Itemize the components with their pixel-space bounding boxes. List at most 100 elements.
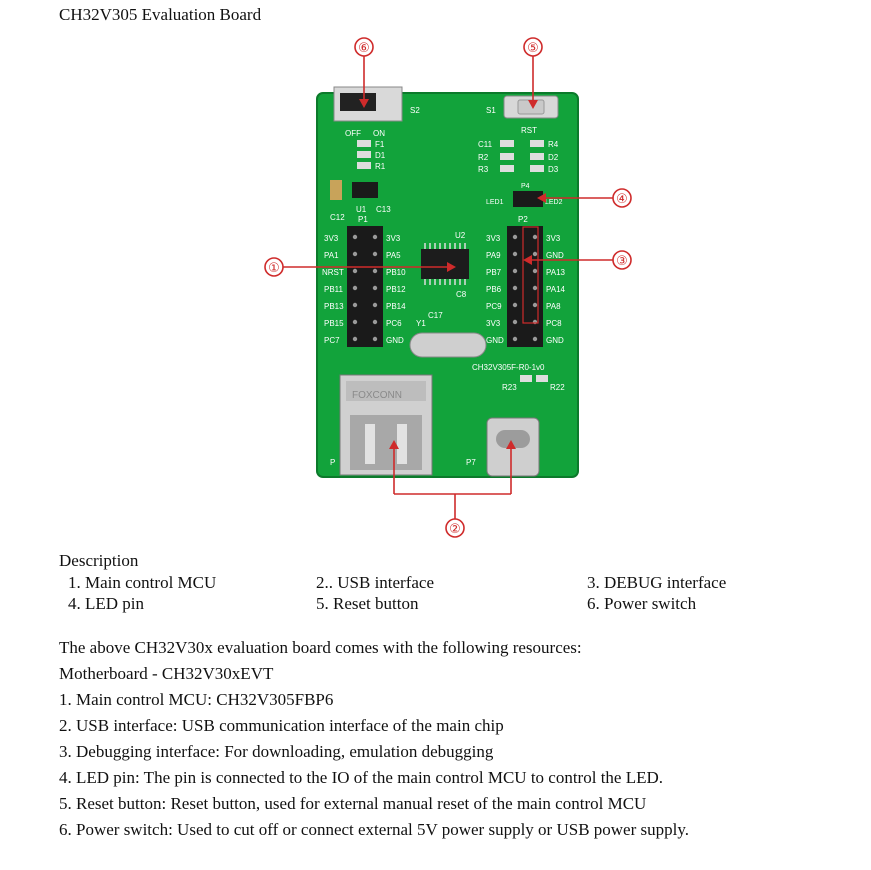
right-pins-outer: 3V3 PA9 PB7 PB6 PC9 3V3 GND (486, 234, 504, 345)
resource-line: 1. Main control MCU: CH32V305FBP6 (59, 690, 334, 709)
header-pin (352, 319, 358, 325)
header-pin (372, 319, 378, 325)
page-title: CH32V305 Evaluation Board (59, 5, 262, 24)
svg-text:3V3: 3V3 (546, 234, 561, 243)
header-pin (352, 234, 358, 240)
callout-6-label: ⑥ (358, 40, 370, 55)
header-pin (352, 336, 358, 342)
callout-3-label: ③ (616, 253, 628, 268)
svg-text:PC8: PC8 (546, 319, 562, 328)
silk-r22: R22 (550, 383, 565, 392)
silk-foxconn: FOXCONN (352, 390, 402, 401)
header-pin (352, 302, 358, 308)
header-pin (372, 251, 378, 257)
left-pins-inner: 3V3 PA5 PB10 PB12 PB14 PC6 GND (386, 234, 406, 345)
silk-y1: Y1 (416, 319, 426, 328)
callout-4-label: ④ (616, 191, 628, 206)
svg-text:3V3: 3V3 (386, 234, 401, 243)
silk-p: P (330, 458, 335, 467)
resources-section: The above CH32V30x evaluation board come… (59, 637, 689, 845)
resources-motherboard: Motherboard - CH32V30xEVT (59, 664, 274, 683)
header-pin (372, 336, 378, 342)
silk-c8: C8 (456, 290, 467, 299)
silk-f1: F1 (375, 140, 385, 149)
silk-p7: P7 (466, 458, 476, 467)
svg-text:PC9: PC9 (486, 302, 502, 311)
header-pin (352, 268, 358, 274)
header-pin (372, 268, 378, 274)
header-pin (532, 336, 538, 342)
resource-line: 4. LED pin: The pin is connected to the … (59, 768, 664, 787)
header-pin (512, 268, 518, 274)
silk-p4: P4 (521, 183, 530, 190)
silk-rst: RST (521, 126, 537, 135)
description-item: 4. LED pin (68, 594, 145, 613)
silk-board-rev: CH32V305F-R0-1v0 (472, 363, 545, 372)
svg-text:GND: GND (386, 336, 404, 345)
header-pin (532, 285, 538, 291)
resource-line: 2. USB interface: USB communication inte… (59, 716, 504, 735)
silk-u2: U2 (455, 231, 466, 240)
debug-pin-header (507, 226, 543, 347)
silk-on: ON (373, 129, 385, 138)
svg-text:PC6: PC6 (386, 319, 402, 328)
svg-text:PB14: PB14 (386, 302, 406, 311)
header-pin (372, 285, 378, 291)
svg-text:PB12: PB12 (386, 285, 406, 294)
description-item: 3. DEBUG interface (587, 573, 727, 592)
callout-5-label: ⑤ (527, 40, 539, 55)
svg-text:3V3: 3V3 (486, 319, 501, 328)
silk-led1: LED1 (486, 199, 504, 206)
description-item: 5. Reset button (316, 594, 419, 613)
header-pin (512, 302, 518, 308)
crystal (409, 332, 487, 358)
resources-intro: The above CH32V30x evaluation board come… (59, 638, 582, 657)
header-pin (352, 285, 358, 291)
svg-text:PA5: PA5 (386, 251, 401, 260)
resource-line: 3. Debugging interface: For downloading,… (59, 742, 494, 761)
silk-p2: P2 (518, 215, 528, 224)
header-pin (512, 285, 518, 291)
header-pin (372, 302, 378, 308)
header-pin (512, 336, 518, 342)
silk-u1: U1 (356, 205, 367, 214)
header-pin (532, 251, 538, 257)
svg-text:PA1: PA1 (324, 251, 339, 260)
callout-2-label: ② (449, 521, 461, 536)
right-pins-inner: 3V3 GND PA13 PA14 PA8 PC8 GND (546, 234, 566, 345)
silk-d2: D2 (548, 153, 559, 162)
svg-text:GND: GND (546, 336, 564, 345)
silk-r3: R3 (478, 165, 489, 174)
silk-off: OFF (345, 129, 361, 138)
board-figure: S2 S1 RST OFF ON F1 D1 R1 C11 R4 R2 D2 R… (264, 37, 632, 538)
svg-text:PB7: PB7 (486, 268, 502, 277)
silk-p1: P1 (358, 215, 368, 224)
silk-led2: LED2 (545, 199, 563, 206)
svg-text:PB11: PB11 (324, 285, 344, 294)
svg-text:PA9: PA9 (486, 251, 501, 260)
silk-s1: S1 (486, 106, 496, 115)
header-pin (512, 234, 518, 240)
silk-d1: D1 (375, 151, 386, 160)
svg-text:PA13: PA13 (546, 268, 566, 277)
silk-d3: D3 (548, 165, 559, 174)
description-item: 2.. USB interface (316, 573, 435, 592)
silk-r4: R4 (548, 140, 559, 149)
header-pin (532, 234, 538, 240)
svg-text:PB13: PB13 (324, 302, 344, 311)
left-pin-header (347, 226, 383, 347)
header-pin (532, 302, 538, 308)
svg-text:PA14: PA14 (546, 285, 566, 294)
svg-text:PA8: PA8 (546, 302, 561, 311)
svg-text:PC7: PC7 (324, 336, 340, 345)
silk-c11: C11 (478, 140, 493, 149)
header-pin (352, 251, 358, 257)
resource-line: 5. Reset button: Reset button, used for … (59, 794, 647, 813)
silk-c12: C12 (330, 213, 345, 222)
led-header (513, 191, 543, 207)
header-pin (532, 268, 538, 274)
silk-s2: S2 (410, 106, 420, 115)
svg-text:PB6: PB6 (486, 285, 502, 294)
header-pin (372, 234, 378, 240)
svg-text:3V3: 3V3 (486, 234, 501, 243)
